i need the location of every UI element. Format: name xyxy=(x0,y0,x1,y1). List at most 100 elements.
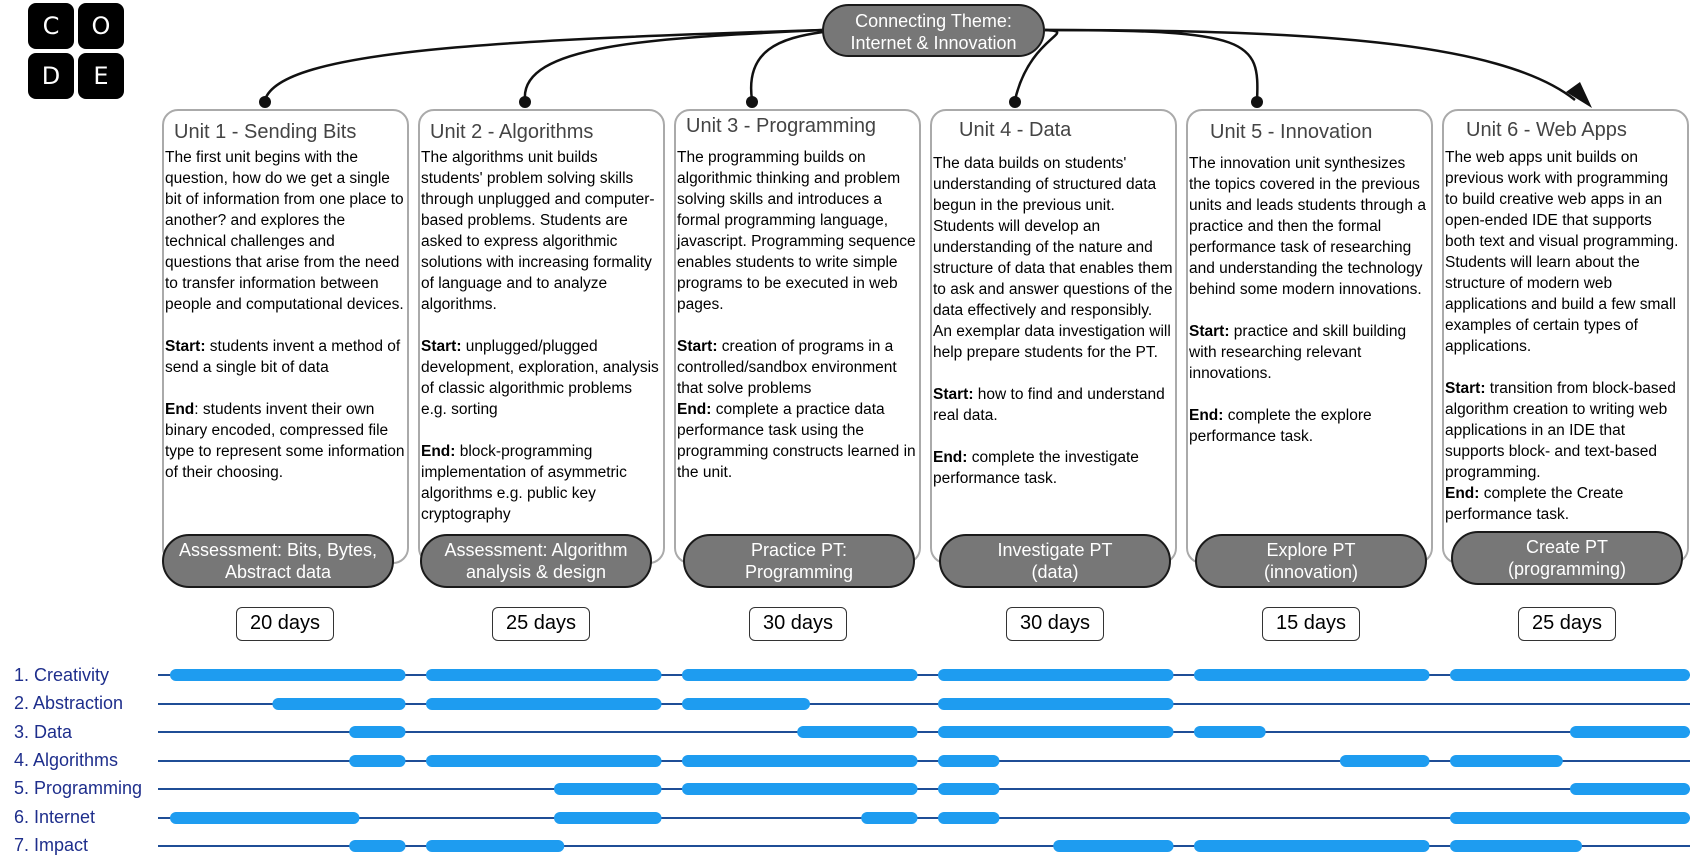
logo-tile-c: C xyxy=(28,3,74,49)
coverage-bar xyxy=(554,812,662,824)
unit-start: transition from block-based algorithm cr… xyxy=(1445,380,1676,481)
coverage-bar xyxy=(682,669,918,681)
unit-start: practice and skill building with researc… xyxy=(1189,323,1407,382)
days-box-4: 30 days xyxy=(1006,607,1104,641)
unit-title: Unit 1 - Sending Bits xyxy=(174,121,357,143)
connector-dot-1 xyxy=(259,96,271,108)
coverage-bar xyxy=(1450,755,1563,767)
assessment-pill-6: Create PT (programming) xyxy=(1451,531,1683,585)
unit-end: complete a practice data performance tas… xyxy=(677,401,916,481)
coverage-bar xyxy=(1570,726,1690,738)
unit-intro: The first unit begins with the question,… xyxy=(165,149,404,313)
unit-title: Unit 3 - Programming xyxy=(686,115,877,137)
unit-card-5: Unit 5 - Innovation The innovation unit … xyxy=(1186,109,1433,564)
big-idea-label-3: 3. Data xyxy=(14,722,73,742)
code-logo: C O D E xyxy=(28,3,128,103)
connector-unit-2 xyxy=(523,28,824,101)
unit-intro: The innovation unit synthesizes the topi… xyxy=(1189,155,1426,298)
big-idea-tracks xyxy=(158,669,1690,852)
coverage-bar xyxy=(554,783,662,795)
big-idea-label-2: 2. Abstraction xyxy=(14,693,124,713)
start-label: Start: xyxy=(1189,323,1230,340)
coverage-bar xyxy=(938,783,1000,795)
coverage-bar xyxy=(938,698,1174,710)
coverage-bar xyxy=(272,698,406,710)
connector-dot-5 xyxy=(1251,96,1263,108)
end-label: End: xyxy=(933,449,968,466)
unit-description: The programming builds on algorithmic th… xyxy=(676,147,917,483)
unit-description: The data builds on students' understandi… xyxy=(932,153,1173,489)
coverage-bar xyxy=(426,840,565,852)
coverage-bar xyxy=(1194,840,1430,852)
start-label: Start: xyxy=(421,338,462,355)
unit-title: Unit 5 - Innovation xyxy=(1210,121,1373,143)
unit-start: students invent a method of send a singl… xyxy=(165,338,401,376)
coverage-bar xyxy=(682,698,810,710)
unit-card-2: Unit 2 - Algorithms The algorithms unit … xyxy=(418,109,665,564)
unit-title: Unit 4 - Data xyxy=(959,119,1072,141)
start-label: Start: xyxy=(165,338,206,355)
unit-start: creation of programs in a controlled/san… xyxy=(677,338,897,397)
theme-connectors xyxy=(259,28,1592,108)
coverage-bar xyxy=(938,755,1000,767)
coverage-bar xyxy=(1053,840,1174,852)
unit-card-1: Unit 1 - Sending Bits The first unit beg… xyxy=(162,109,409,564)
coverage-bar xyxy=(1339,755,1430,767)
big-idea-label-5: 5. Programming xyxy=(14,778,143,798)
unit-intro: The programming builds on algorithmic th… xyxy=(677,149,916,313)
coverage-bar xyxy=(938,726,1174,738)
coverage-bar xyxy=(349,755,406,767)
unit-description: The first unit begins with the question,… xyxy=(164,147,405,483)
unit-end: complete the explore performance task. xyxy=(1189,407,1372,445)
unit-intro: The data builds on students' understandi… xyxy=(933,155,1173,361)
coverage-bar xyxy=(426,698,662,710)
connector-dot-4 xyxy=(1009,96,1021,108)
end-label: End: xyxy=(677,401,712,418)
coverage-bar xyxy=(938,669,1174,681)
connector-unit-6 xyxy=(1044,28,1576,101)
coverage-bar xyxy=(349,726,406,738)
coverage-bar xyxy=(1194,726,1266,738)
connector-dot-2 xyxy=(519,96,531,108)
assessment-pill-4: Investigate PT (data) xyxy=(939,534,1171,588)
big-idea-label-4: 4. Algorithms xyxy=(14,750,119,770)
logo-tile-d: D xyxy=(28,53,74,99)
days-box-6: 25 days xyxy=(1518,607,1616,641)
logo-tile-o: O xyxy=(78,3,124,49)
coverage-bar xyxy=(682,783,918,795)
start-label: Start: xyxy=(933,386,974,403)
unit-start: unplugged/plugged development, explorati… xyxy=(421,338,659,418)
coverage-bar xyxy=(1570,783,1690,795)
connector-dot-3 xyxy=(746,96,758,108)
coverage-bar xyxy=(349,840,406,852)
assessment-pill-5: Explore PT (innovation) xyxy=(1195,534,1427,588)
unit-title: Unit 2 - Algorithms xyxy=(430,121,594,143)
coverage-bar xyxy=(682,755,918,767)
coverage-bar xyxy=(170,812,360,824)
coverage-bar xyxy=(797,726,918,738)
end-label: End: xyxy=(1189,407,1224,424)
connector-unit-1 xyxy=(263,28,824,101)
unit-end: : students invent their own binary encod… xyxy=(165,401,405,481)
days-box-1: 20 days xyxy=(236,607,334,641)
days-box-2: 25 days xyxy=(492,607,590,641)
days-box-3: 30 days xyxy=(749,607,847,641)
connecting-theme-label: Connecting Theme: Internet & Innovation xyxy=(850,11,1017,53)
start-label: Start: xyxy=(677,338,718,355)
unit-description: The algorithms unit builds students' pro… xyxy=(420,147,661,525)
assessment-pill-1: Assessment: Bits, Bytes, Abstract data xyxy=(162,534,394,588)
big-idea-label-7: 7. Impact xyxy=(14,835,89,855)
end-label: End xyxy=(165,401,195,418)
unit-start: how to find and understand real data. xyxy=(933,386,1165,424)
days-box-5: 15 days xyxy=(1262,607,1360,641)
unit-intro: The web apps unit builds on previous wor… xyxy=(1445,149,1679,355)
unit-title: Unit 6 - Web Apps xyxy=(1466,119,1627,141)
big-idea-label-6: 6. Internet xyxy=(14,807,96,827)
arrowhead-icon xyxy=(1566,82,1592,108)
coverage-bar xyxy=(1450,840,1582,852)
coverage-bar xyxy=(170,669,406,681)
coverage-bar xyxy=(861,812,918,824)
coverage-bar xyxy=(1450,812,1690,824)
unit-end: block-programming implementation of asym… xyxy=(421,443,627,523)
end-label: End: xyxy=(1445,485,1480,502)
